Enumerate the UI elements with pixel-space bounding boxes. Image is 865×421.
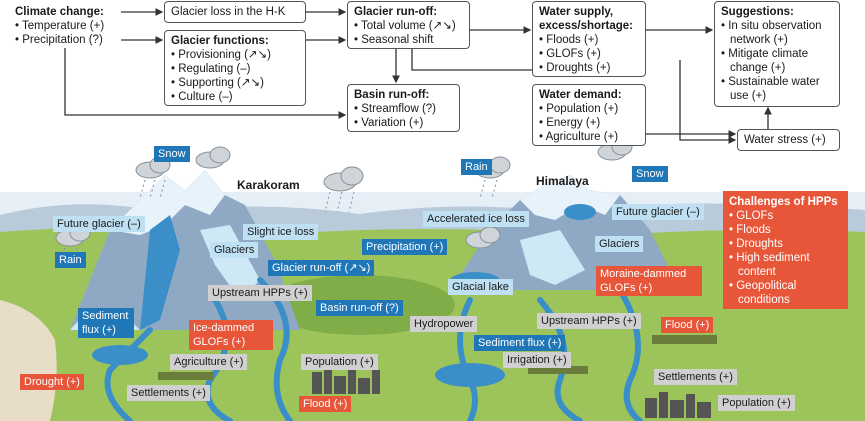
water-supply-item: GLOFs (+) bbox=[539, 47, 639, 61]
future-glacier-label-left: Future glacier (–) bbox=[53, 216, 145, 232]
glacier-functions-title: Glacier functions: bbox=[171, 35, 269, 47]
precip-lines bbox=[59, 179, 498, 263]
precipitation-label: Precipitation (+) bbox=[362, 239, 448, 255]
challenge-item: GLOFs bbox=[729, 209, 842, 223]
hydropower-label: Hydropower bbox=[410, 316, 478, 332]
dry-land bbox=[0, 300, 57, 421]
water-demand-item: Agriculture (+) bbox=[539, 130, 639, 144]
irrigation-label: Irrigation (+) bbox=[503, 352, 571, 368]
water-stress-box: Water stress (+) bbox=[737, 129, 840, 151]
sediment-flux-text-left: Sediment flux (+) bbox=[82, 310, 129, 336]
basin-runoff-label: Basin run-off (?) bbox=[316, 300, 403, 316]
challenge-item: High sediment content bbox=[729, 251, 842, 279]
sediment-flux-label-right: Sediment flux (+) bbox=[474, 335, 566, 351]
rain-label-left: Rain bbox=[55, 252, 86, 268]
climate-item: Precipitation (?) bbox=[15, 33, 115, 47]
suggestions-title: Suggestions: bbox=[721, 6, 794, 18]
karakoram-label: Karakoram bbox=[237, 178, 300, 192]
accelerated-ice-loss-label: Accelerated ice loss bbox=[423, 211, 529, 227]
drought-label: Drought (+) bbox=[20, 374, 84, 390]
clouds bbox=[55, 138, 633, 249]
future-glacier-shape bbox=[140, 215, 180, 330]
slight-ice-loss-label: Slight ice loss bbox=[243, 224, 319, 240]
water-supply-item: Floods (+) bbox=[539, 33, 639, 47]
sediment-flux-label-left: Sediment flux (+) bbox=[78, 308, 134, 338]
snow-label-left: Snow bbox=[154, 146, 190, 162]
challenge-item: Geopolitical conditions bbox=[729, 279, 842, 307]
climate-item: Temperature (+) bbox=[15, 19, 115, 33]
future-glacier-label-right: Future glacier (–) bbox=[612, 204, 704, 220]
upstream-hpps-label-left: Upstream HPPs (+) bbox=[208, 285, 312, 301]
suggestion-item: In situ observation network (+) bbox=[721, 19, 833, 47]
glacier-function-item: Provisioning (↗↘) bbox=[171, 48, 299, 62]
reservoir-left bbox=[92, 345, 148, 365]
glacier-runoff-title: Glacier run-off: bbox=[354, 6, 438, 18]
suggestion-item: Sustainable water use (+) bbox=[721, 75, 833, 103]
ice-dammed-glofs-label: Ice-dammed GLOFs (+) bbox=[189, 320, 273, 350]
settlements-label-right: Settlements (+) bbox=[654, 369, 737, 385]
water-supply-box: Water supply, excess/shortage: Floods (+… bbox=[532, 1, 646, 77]
glaciers-label-left: Glaciers bbox=[210, 242, 259, 258]
glacier-runoff-item: Seasonal shift bbox=[354, 33, 463, 47]
glacier-function-item: Supporting (↗↘) bbox=[171, 76, 299, 90]
water-stress-title: Water stress (+) bbox=[744, 134, 826, 146]
flood-field bbox=[652, 335, 717, 344]
flood-label-right: Flood (+) bbox=[661, 317, 714, 333]
water-supply-title-2: excess/shortage: bbox=[539, 20, 633, 32]
city-left bbox=[312, 366, 380, 394]
irrigation-field bbox=[528, 366, 588, 374]
basin-runoff-box: Basin run-off: Streamflow (?) Variation … bbox=[347, 84, 460, 132]
suggestions-box: Suggestions: In situ observation network… bbox=[714, 1, 840, 107]
challenge-item: Droughts bbox=[729, 237, 842, 251]
population-label-left: Population (+) bbox=[301, 354, 378, 370]
agriculture-label: Agriculture (+) bbox=[170, 354, 248, 370]
water-demand-box: Water demand: Population (+) Energy (+) … bbox=[532, 84, 646, 146]
basin-runoff-item: Streamflow (?) bbox=[354, 102, 453, 116]
glacier-runoff-box: Glacier run-off: Total volume (↗↘) Seaso… bbox=[347, 1, 470, 49]
challenges-title: Challenges of HPPs bbox=[729, 196, 838, 208]
glacier-function-item: Culture (–) bbox=[171, 90, 299, 104]
glaciers-label-right: Glaciers bbox=[595, 236, 644, 252]
flood-label-left: Flood (+) bbox=[299, 396, 352, 412]
himalaya-label: Himalaya bbox=[536, 174, 589, 188]
snow-label-right: Snow bbox=[632, 166, 668, 182]
challenge-item: Floods bbox=[729, 223, 842, 237]
basin-runoff-item: Variation (+) bbox=[354, 116, 453, 130]
glacier-functions-box: Glacier functions: Provisioning (↗↘) Reg… bbox=[164, 30, 306, 106]
glacier-function-item: Regulating (–) bbox=[171, 62, 299, 76]
glacier-loss-title: Glacier loss in the H-K bbox=[171, 6, 286, 18]
rain-label-right: Rain bbox=[461, 159, 492, 175]
glacier-runoff-label: Glacier run-off (↗↘) bbox=[268, 260, 375, 276]
water-demand-item: Population (+) bbox=[539, 102, 639, 116]
upstream-hpps-label-right: Upstream HPPs (+) bbox=[537, 313, 641, 329]
glacier-loss-box: Glacier loss in the H-K bbox=[164, 1, 306, 23]
water-supply-title-1: Water supply, bbox=[539, 6, 614, 18]
climate-change-title: Climate change: bbox=[15, 6, 104, 18]
city-right bbox=[645, 392, 711, 418]
population-label-right: Population (+) bbox=[718, 395, 795, 411]
glacier-runoff-item: Total volume (↗↘) bbox=[354, 19, 463, 33]
agriculture-field bbox=[158, 372, 213, 380]
moraine-dammed-glofs-label: Moraine-dammed GLOFs (+) bbox=[596, 266, 702, 296]
water-demand-item: Energy (+) bbox=[539, 116, 639, 130]
water-demand-title: Water demand: bbox=[539, 89, 622, 101]
challenges-of-hpps-box: Challenges of HPPs GLOFs Floods Droughts… bbox=[723, 191, 848, 309]
ice-dammed-text: Ice-dammed GLOFs (+) bbox=[193, 322, 255, 348]
reservoir-right bbox=[435, 363, 505, 387]
basin-runoff-title: Basin run-off: bbox=[354, 89, 430, 101]
suggestion-item: Mitigate climate change (+) bbox=[721, 47, 833, 75]
moraine-dammed-text: Moraine-dammed GLOFs (+) bbox=[600, 268, 687, 294]
glacial-lake-label: Glacial lake bbox=[448, 279, 513, 295]
water-supply-item: Droughts (+) bbox=[539, 61, 639, 75]
settlements-label-left: Settlements (+) bbox=[127, 385, 210, 401]
climate-change-box: Climate change: Temperature (+) Precipit… bbox=[9, 2, 121, 48]
